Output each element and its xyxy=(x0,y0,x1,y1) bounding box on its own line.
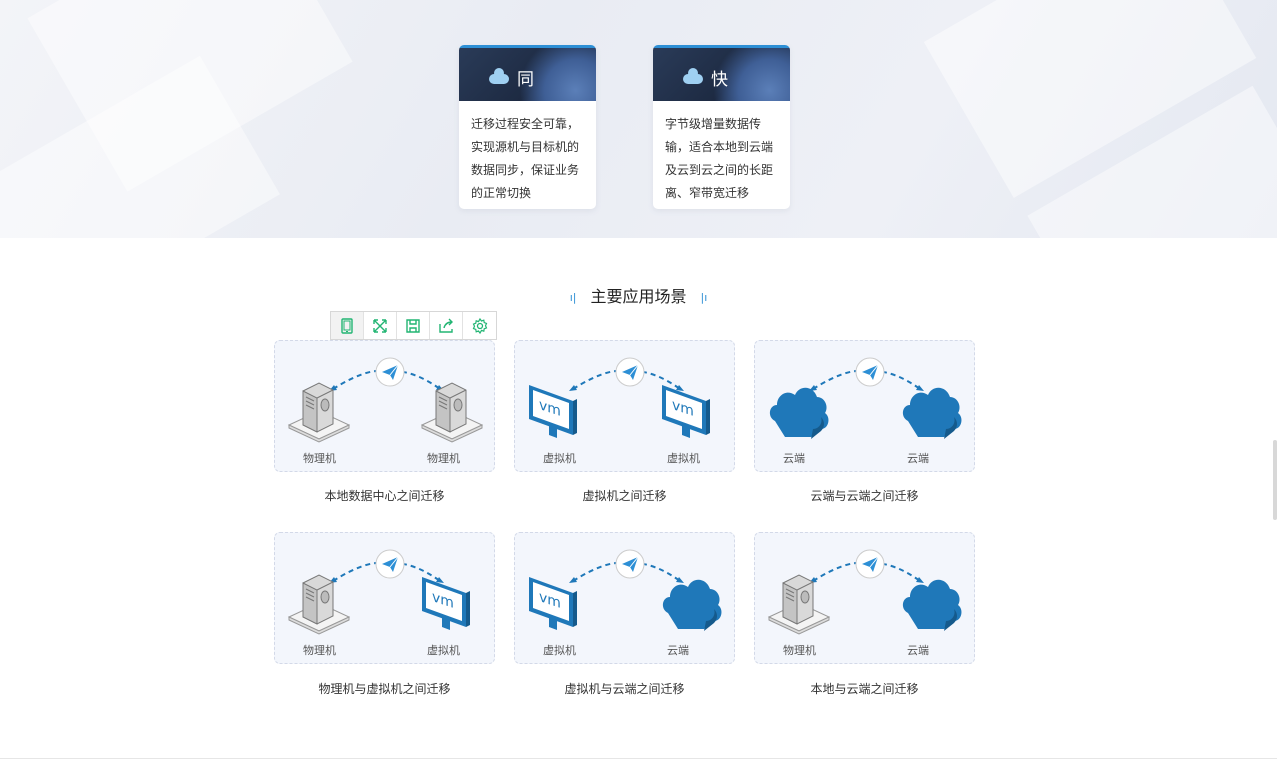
share-button[interactable] xyxy=(430,312,463,339)
cloud-icon xyxy=(662,579,722,631)
scenario-caption: 本地与云端之间迁移 xyxy=(810,682,919,696)
save-icon xyxy=(406,318,420,333)
vm-monitor-icon: vm xyxy=(422,577,470,630)
paper-plane-icon xyxy=(375,357,405,387)
hero-banner: 同 迁移过程安全可靠，实现源机与目标机的数据同步，保证业务的正常切换 快 字节级… xyxy=(0,0,1277,238)
scenario-caption: 物理机与虚拟机之间迁移 xyxy=(318,682,451,696)
feature-banner: 同 xyxy=(459,45,596,101)
source-label: 虚拟机 xyxy=(543,452,576,465)
source-label: 云端 xyxy=(783,452,805,465)
source-label: 虚拟机 xyxy=(543,644,576,657)
vm-monitor-icon: vm xyxy=(529,577,577,630)
vm-monitor-icon: vm xyxy=(529,385,577,438)
scenario-card[interactable]: 云端 云端 xyxy=(754,340,975,472)
server-icon xyxy=(420,382,484,443)
decor-wave-icon: ı| xyxy=(569,291,577,304)
target-label: 云端 xyxy=(907,644,929,657)
paper-plane-icon xyxy=(855,357,885,387)
target-label: 云端 xyxy=(667,644,689,657)
feature-card-sync: 同 迁移过程安全可靠，实现源机与目标机的数据同步，保证业务的正常切换 xyxy=(459,45,596,209)
section-title: ı| 主要应用场景 |ı xyxy=(0,283,1277,307)
scenario-caption: 虚拟机与云端之间迁移 xyxy=(564,682,685,696)
tablet-icon xyxy=(341,317,353,334)
fullscreen-button[interactable] xyxy=(364,312,397,339)
scenario-card[interactable]: vm 物理机 虚拟机 xyxy=(274,532,495,664)
cloud-icon xyxy=(683,68,703,84)
cloud-icon xyxy=(902,579,962,631)
feature-title: 快 xyxy=(711,70,728,90)
paper-plane-icon xyxy=(615,357,645,387)
cloud-icon xyxy=(769,387,829,439)
server-icon xyxy=(767,574,831,635)
share-icon xyxy=(439,318,453,333)
target-label: 物理机 xyxy=(427,452,460,465)
paper-plane-icon xyxy=(375,549,405,579)
settings-button[interactable] xyxy=(463,312,496,339)
fullscreen-icon xyxy=(373,318,387,333)
source-label: 物理机 xyxy=(303,644,336,657)
scenario-card[interactable]: vm 虚拟机 云端 xyxy=(514,532,735,664)
scenario-caption: 云端与云端之间迁移 xyxy=(810,489,919,503)
feature-card-fast: 快 字节级增量数据传输，适合本地到云端及云到云之间的长距离、窄带宽迁移 xyxy=(653,45,790,209)
section-title-text: 主要应用场景 xyxy=(590,287,687,306)
vm-monitor-icon: vm xyxy=(662,385,710,438)
paper-plane-icon xyxy=(615,549,645,579)
scrollbar[interactable] xyxy=(1273,440,1277,520)
scenario-card[interactable]: 物理机 物理机 xyxy=(274,340,495,472)
tablet-button[interactable] xyxy=(331,312,364,339)
feature-title: 同 xyxy=(517,70,534,90)
feature-banner: 快 xyxy=(653,45,790,101)
feature-description: 字节级增量数据传输，适合本地到云端及云到云之间的长距离、窄带宽迁移 xyxy=(665,117,774,200)
divider xyxy=(0,758,1277,759)
image-toolbar xyxy=(330,311,497,340)
source-label: 物理机 xyxy=(783,644,816,657)
scenario-card[interactable]: vm vm 虚拟机 虚拟机 xyxy=(514,340,735,472)
svg-text:vm: vm xyxy=(539,397,561,420)
save-button[interactable] xyxy=(397,312,430,339)
source-label: 物理机 xyxy=(303,452,336,465)
cloud-icon xyxy=(489,68,509,84)
target-label: 云端 xyxy=(907,452,929,465)
svg-text:vm: vm xyxy=(672,397,694,420)
svg-text:vm: vm xyxy=(432,589,454,612)
target-label: 虚拟机 xyxy=(427,644,460,657)
feature-description: 迁移过程安全可靠，实现源机与目标机的数据同步，保证业务的正常切换 xyxy=(471,117,580,200)
scenario-card[interactable]: 物理机 云端 xyxy=(754,532,975,664)
target-label: 虚拟机 xyxy=(667,452,700,465)
scenario-caption: 本地数据中心之间迁移 xyxy=(324,489,445,503)
cloud-icon xyxy=(902,387,962,439)
server-icon xyxy=(287,574,351,635)
settings-icon xyxy=(472,317,487,334)
scenario-caption: 虚拟机之间迁移 xyxy=(582,489,667,503)
decor-wave-icon: |ı xyxy=(700,291,708,304)
paper-plane-icon xyxy=(855,549,885,579)
svg-text:vm: vm xyxy=(539,589,561,612)
server-icon xyxy=(287,382,351,443)
